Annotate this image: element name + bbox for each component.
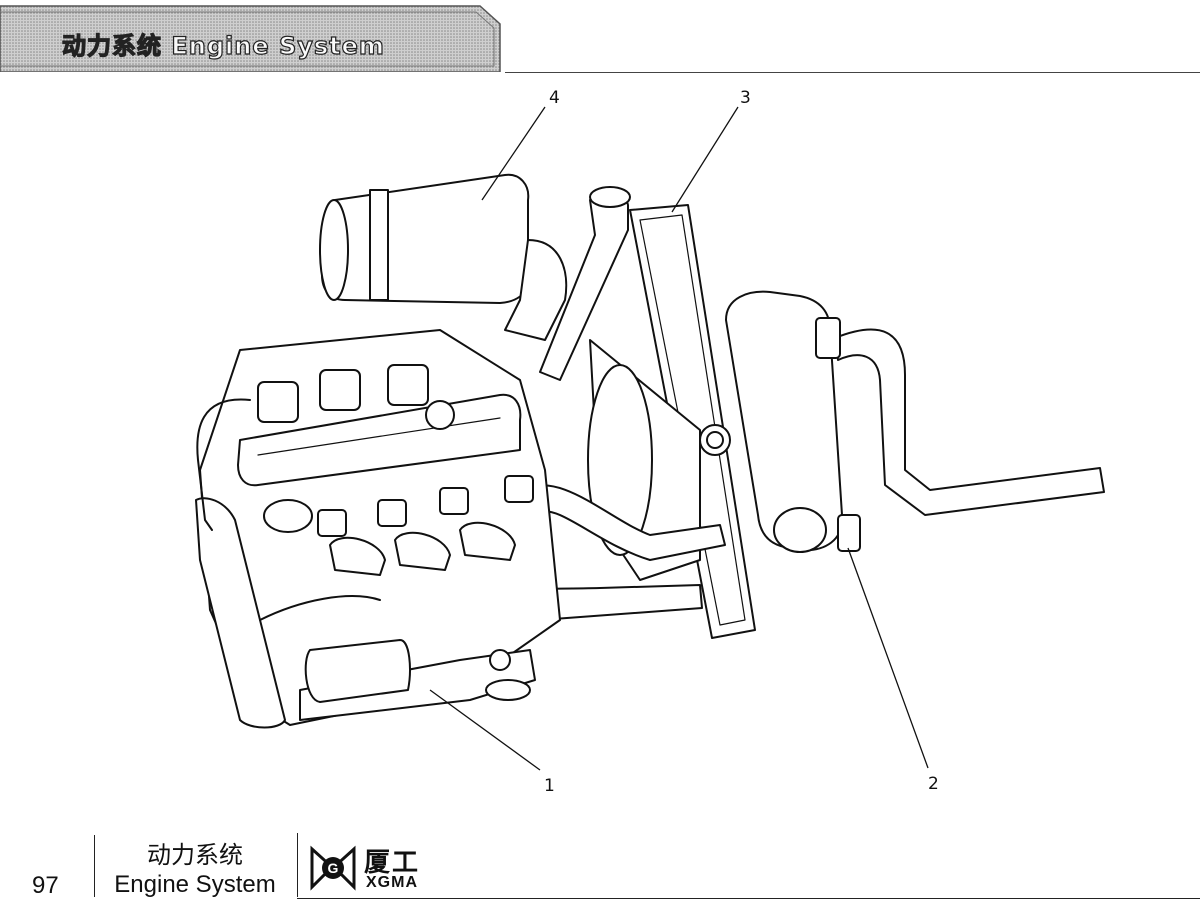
flywheel-housing <box>195 497 286 729</box>
callout-1: 1 <box>544 776 555 796</box>
footer-rule <box>297 898 1200 899</box>
footer-divider <box>94 835 95 897</box>
callout-4: 4 <box>549 88 560 108</box>
brand-name-en: XGMA <box>366 874 418 891</box>
footer-section-cn: 动力系统 <box>147 841 243 869</box>
xgma-logo-icon: G <box>310 845 356 891</box>
callout-2: 2 <box>928 774 939 794</box>
lower-hose <box>524 484 726 561</box>
header-rule <box>505 72 1200 73</box>
oil-pan <box>299 649 536 721</box>
footer-section-en: Engine System <box>114 871 276 898</box>
air-cleaner <box>321 173 530 304</box>
page-number: 97 <box>32 872 59 899</box>
footer-section-title: 动力系统 Engine System <box>100 840 290 900</box>
callout-3: 3 <box>740 88 751 108</box>
brand-name-cn: 厦工 <box>364 848 421 878</box>
footer-divider <box>297 833 298 897</box>
header-banner <box>0 5 501 72</box>
exhaust-tailpipe <box>834 328 1105 516</box>
starter-motor <box>304 639 411 703</box>
logo-letter: G <box>328 860 339 876</box>
header-title: 动力系统 Engine System <box>61 31 385 60</box>
